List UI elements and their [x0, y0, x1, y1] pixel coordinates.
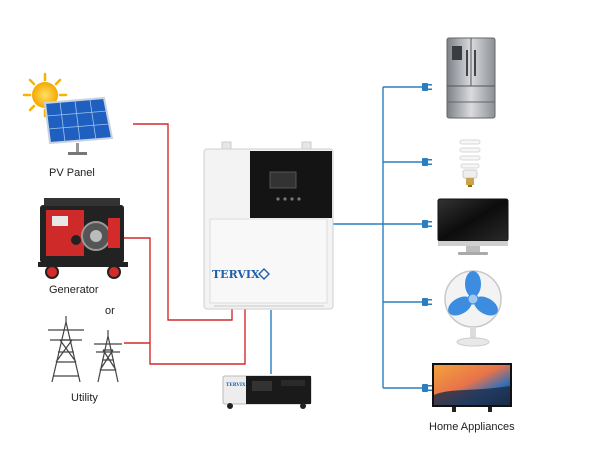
generator-icon: [38, 198, 128, 279]
pv-wire: [133, 123, 233, 321]
utility-tower-icon: [48, 316, 122, 383]
monitor-icon: [437, 198, 509, 255]
output-wiring: [270, 86, 422, 389]
tv-icon: [432, 363, 512, 412]
inverter-icon: TERVIX: [203, 141, 334, 310]
fan-icon: [444, 270, 502, 347]
home-appliances-label: Home Appliances: [429, 421, 515, 433]
ac-input-wiring: [124, 123, 246, 365]
utility-label: Utility: [71, 392, 98, 404]
inverter-brand-logo: TERVIX: [212, 268, 260, 281]
light-bulb-icon: [459, 139, 481, 187]
or-label: or: [105, 305, 115, 317]
plug-icon: [422, 83, 432, 392]
solar-panel-icon: [43, 96, 114, 155]
pv-panel-label: PV Panel: [49, 167, 95, 179]
battery-icon: TERVIX: [222, 375, 312, 409]
generator-label: Generator: [49, 284, 99, 296]
generator-wire: [124, 237, 246, 365]
battery-brand-logo: TERVIX: [226, 382, 246, 388]
refrigerator-icon: [446, 37, 496, 119]
